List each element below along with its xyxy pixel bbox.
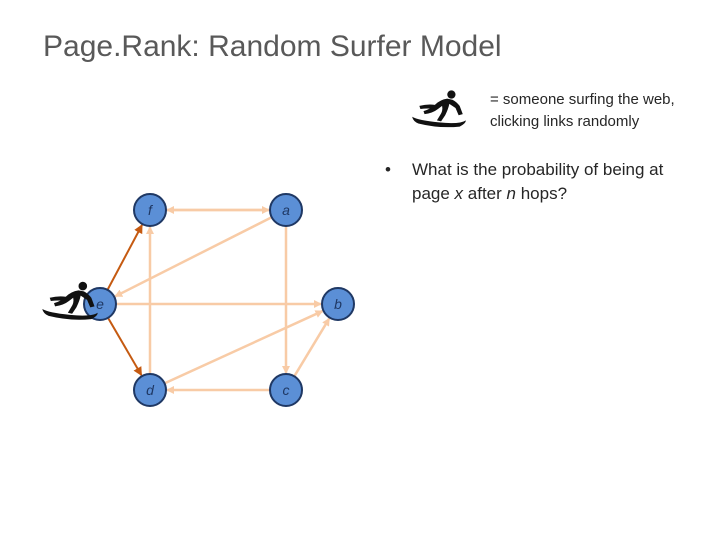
- edge-e-to-d: [107, 317, 143, 377]
- node-label-e: e: [96, 296, 104, 312]
- question-text: What is the probability of being at page…: [412, 160, 664, 203]
- node-label-b: b: [334, 296, 342, 312]
- var-n: n: [506, 184, 516, 203]
- node-f: [133, 193, 167, 227]
- legend-line-1: = someone surfing the web,: [490, 91, 675, 108]
- edge-c-to-b: [293, 317, 331, 377]
- node-e: [83, 287, 117, 321]
- edges: [106, 206, 331, 394]
- surfer-legend: = someone surfing the web, clicking link…: [490, 89, 675, 133]
- node-c: [269, 373, 303, 407]
- node-label-c: c: [283, 382, 290, 398]
- node-d: [133, 373, 167, 407]
- node-label-d: d: [146, 382, 155, 398]
- edge-d-to-b: [164, 309, 324, 385]
- edge-e-to-f: [106, 224, 143, 291]
- legend-line-2: clicking links randomly: [490, 113, 640, 130]
- edge-a-to-e: [114, 216, 273, 298]
- question-bullet: • What is the probability of being at pa…: [385, 158, 705, 206]
- node-b: [321, 287, 355, 321]
- nodes: f a e b d c: [83, 193, 355, 407]
- var-x: x: [454, 184, 464, 203]
- node-label-a: a: [282, 202, 290, 218]
- surfer-legend-icon: [412, 90, 466, 128]
- node-label-f: f: [148, 202, 154, 218]
- node-a: [269, 193, 303, 227]
- slide-title: Page.Rank: Random Surfer Model: [43, 30, 502, 63]
- bullet-dot: •: [385, 160, 391, 179]
